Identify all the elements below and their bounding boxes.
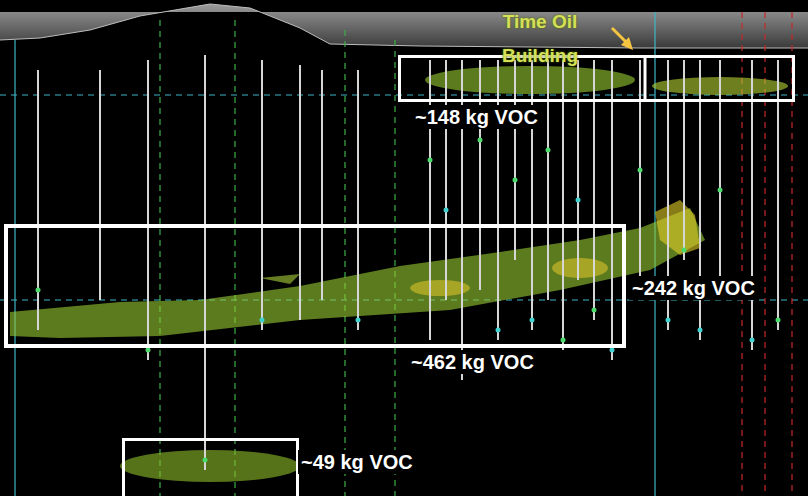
voc-plume bbox=[552, 258, 608, 278]
sample-point bbox=[561, 338, 566, 343]
borehole bbox=[429, 60, 431, 340]
sample-point bbox=[356, 318, 361, 323]
voc-mass-label: ~148 kg VOC bbox=[412, 105, 541, 129]
borehole bbox=[261, 60, 263, 330]
sample-point bbox=[698, 328, 703, 333]
voc-zone-box: ~49 kg VOC bbox=[122, 438, 299, 496]
borehole bbox=[99, 70, 101, 300]
sample-point bbox=[610, 348, 615, 353]
borehole bbox=[751, 60, 753, 350]
sample-point bbox=[592, 308, 597, 313]
grid-line bbox=[344, 30, 345, 496]
borehole bbox=[593, 60, 595, 320]
grid-line bbox=[0, 94, 808, 95]
voc-mass-label: ~49 kg VOC bbox=[298, 450, 416, 474]
box-divider bbox=[644, 56, 647, 100]
sample-point bbox=[576, 198, 581, 203]
borehole bbox=[547, 60, 549, 300]
voc-plume bbox=[260, 274, 300, 284]
voc-zone-box: ~148 kg VOC bbox=[398, 55, 795, 102]
sample-point bbox=[260, 318, 265, 323]
sample-point bbox=[36, 288, 41, 293]
sample-point bbox=[478, 138, 483, 143]
borehole bbox=[497, 60, 499, 340]
borehole bbox=[147, 60, 149, 360]
pointer-arrowhead bbox=[621, 37, 633, 50]
borehole bbox=[639, 60, 641, 300]
sample-point bbox=[666, 318, 671, 323]
sample-point bbox=[750, 338, 755, 343]
sample-point bbox=[203, 458, 208, 463]
borehole bbox=[514, 60, 516, 260]
grid-line bbox=[14, 40, 15, 496]
voc-plumes bbox=[10, 66, 788, 482]
sample-point bbox=[513, 178, 518, 183]
voc-plume bbox=[655, 200, 700, 255]
borehole bbox=[719, 60, 721, 300]
ground-surface bbox=[0, 4, 808, 48]
borehole bbox=[299, 65, 301, 320]
borehole bbox=[321, 70, 323, 300]
boreholes bbox=[38, 55, 778, 470]
borehole bbox=[357, 70, 359, 330]
sample-points bbox=[36, 138, 781, 463]
voc-mass-label: ~242 kg VOC bbox=[629, 276, 758, 300]
voc-mass-label: ~462 kg VOC bbox=[408, 350, 537, 374]
sample-point bbox=[546, 148, 551, 153]
sample-point bbox=[496, 328, 501, 333]
grid-line bbox=[234, 20, 235, 496]
sample-point bbox=[776, 318, 781, 323]
sample-point bbox=[146, 348, 151, 353]
voc-plume bbox=[120, 450, 300, 482]
sample-point bbox=[718, 188, 723, 193]
grid-line bbox=[159, 20, 160, 496]
sample-point bbox=[638, 168, 643, 173]
borehole bbox=[479, 60, 481, 290]
borehole bbox=[683, 60, 685, 260]
borehole bbox=[611, 60, 613, 360]
voc-zone-box: ~462 kg VOC bbox=[4, 224, 626, 348]
building-label: Time Oil Building bbox=[478, 5, 602, 73]
sample-point bbox=[444, 208, 449, 213]
borehole bbox=[577, 60, 579, 280]
sample-point bbox=[682, 248, 687, 253]
sample-point bbox=[428, 158, 433, 163]
grid-lines bbox=[0, 12, 808, 496]
sample-point bbox=[530, 318, 535, 323]
borehole bbox=[562, 60, 564, 350]
borehole bbox=[445, 60, 447, 300]
ground-edge bbox=[0, 4, 808, 48]
borehole bbox=[204, 55, 206, 470]
voc-plume bbox=[425, 66, 635, 94]
